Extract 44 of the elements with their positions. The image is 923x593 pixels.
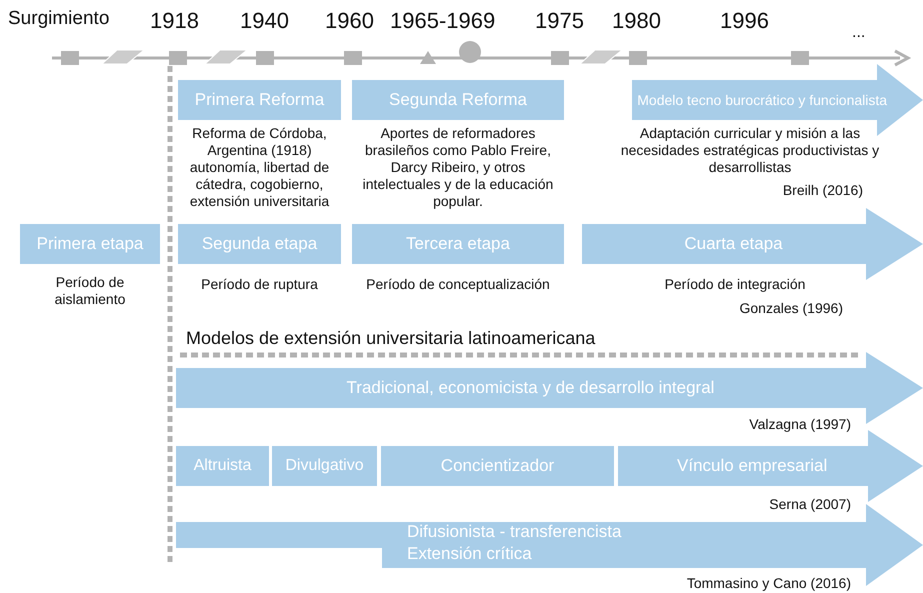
box-label: Altruista: [192, 456, 252, 476]
box-label: Segunda Reforma: [388, 89, 528, 111]
description-text: Período de integración: [664, 276, 806, 293]
timeline-label: Surgimiento: [8, 8, 110, 30]
year-label: 1940: [240, 8, 289, 34]
box-label: Cuarta etapa: [683, 233, 784, 255]
box-label: Tradicional, economicista y de desarrollo integral: [346, 377, 716, 399]
label-box: [272, 446, 377, 486]
label-box: [352, 224, 564, 264]
year-label: 1980: [612, 8, 661, 34]
arrow-shape: [582, 208, 923, 280]
citation-text: Tommasino y Cano (2016): [686, 575, 851, 591]
box-label: Primera etapa: [36, 233, 144, 255]
year-label: 1918: [150, 8, 199, 34]
box-label: Tercera etapa: [405, 233, 511, 255]
box-label: Vínculo empresarial: [676, 455, 828, 477]
ellipsis-text: ...: [852, 24, 866, 42]
description-text: Período de ruptura: [200, 276, 319, 293]
label-box: [176, 446, 269, 486]
description-text: Adaptación curricular y misión a las necesidades estratégicas productivistas y desarrollistas: [620, 125, 880, 176]
label-box: [352, 80, 564, 120]
description-text: Período de aislamiento: [54, 274, 126, 308]
citation-text: Serna (2007): [769, 496, 851, 512]
year-label: 1975: [535, 8, 584, 34]
label-box: [178, 80, 341, 120]
year-label: 1965-1969: [390, 8, 496, 34]
citation-text: Breilh (2016): [782, 182, 863, 198]
description-text: Período de conceptualización: [365, 276, 551, 293]
box-label: Modelo tecno burocrático y funcionalista: [636, 91, 888, 110]
citation-text: Valzagna (1997): [749, 416, 851, 432]
box-label: Primera Reforma: [194, 89, 326, 111]
description-text: Reforma de Córdoba, Argentina (1918) autonomía, libertad de cátedra, cogobierno, extensión universitaria: [188, 125, 330, 210]
label-box: [20, 224, 160, 264]
year-label: 1960: [325, 8, 374, 34]
box-label: Difusionista - transferencista Extensión crítica: [407, 521, 622, 565]
year-label: 1996: [720, 8, 769, 34]
box-label: Divulgativo: [284, 456, 365, 476]
box-label: Segunda etapa: [200, 233, 318, 255]
label-box: [178, 224, 341, 264]
description-text: Aportes de reformadores brasileños como Pablo Freire, Darcy Ribeiro, y otros intelectuales y de la educación popular.: [362, 125, 554, 210]
box-label: Concientizador: [440, 455, 556, 477]
label-box: [381, 446, 614, 486]
citation-text: Gonzales (1996): [739, 300, 843, 316]
section-heading: Modelos de extensión universitaria latinoamericana: [186, 328, 596, 349]
